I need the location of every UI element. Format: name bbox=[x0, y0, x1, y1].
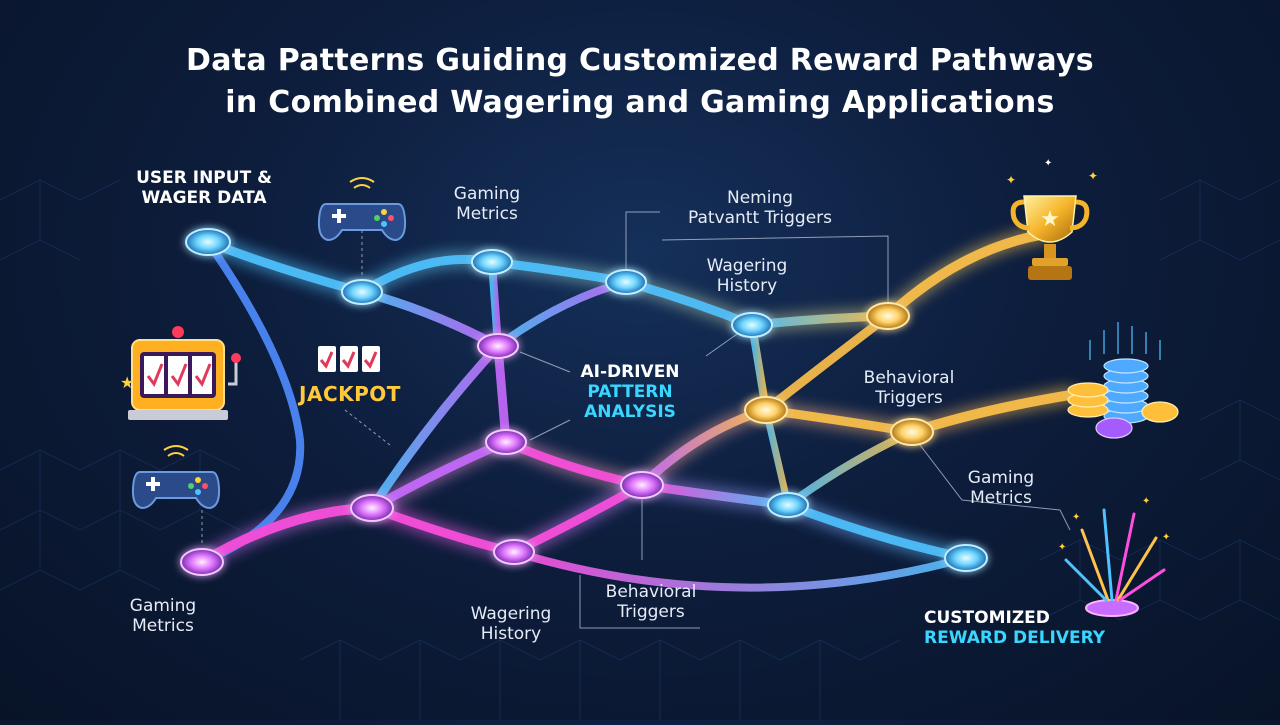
page-title: Data Patterns Guiding Customized Reward … bbox=[0, 40, 1280, 124]
label-ai-driven: AI-DRIVEN PATTERN ANALYSIS bbox=[580, 362, 680, 422]
nodes bbox=[180, 228, 988, 576]
node-gaming-metrics-left bbox=[341, 279, 383, 305]
slot-machine-icon: ★ bbox=[120, 326, 241, 420]
trophy-icon: ★ ✦ ✦ ✦ bbox=[1006, 158, 1098, 280]
game-controller-icon bbox=[317, 177, 407, 242]
path-center-to-mid bbox=[501, 437, 647, 490]
label-wagering-history-bottom: Wagering History bbox=[470, 604, 552, 644]
label-wagering-history-top: Wagering History bbox=[706, 256, 788, 296]
label-reward-delivery: CUSTOMIZED REWARD DELIVERY bbox=[924, 608, 1106, 648]
path-gold-to-trophy bbox=[883, 230, 1045, 321]
node-gaming-metrics-bottom bbox=[180, 548, 224, 576]
label-user-input: USER INPUT & WAGER DATA bbox=[136, 168, 272, 208]
jackpot-label: JACKPOT bbox=[299, 382, 401, 406]
path-ai-to-neming bbox=[494, 278, 630, 350]
path-bottom-to-end bbox=[510, 548, 970, 592]
title-line-1: Data Patterns Guiding Customized Reward … bbox=[186, 43, 1094, 78]
node-user-input bbox=[185, 228, 231, 256]
svg-text:✦: ✦ bbox=[1162, 532, 1170, 543]
node-gold-top bbox=[866, 302, 910, 330]
hex-grid-background bbox=[0, 179, 1280, 720]
path-blue-low-to-gold-right bbox=[784, 428, 916, 509]
path-blue-low-to-end bbox=[783, 500, 971, 563]
label-gaming-metrics-right: Gaming Metrics bbox=[967, 468, 1035, 508]
node-behavioral-triggers bbox=[890, 418, 934, 446]
path-metrics-to-ai bbox=[357, 287, 503, 351]
node-blue-low bbox=[767, 492, 809, 518]
svg-text:✦: ✦ bbox=[1142, 496, 1150, 507]
node-neming-triggers bbox=[605, 269, 647, 295]
callout-lines bbox=[201, 211, 1071, 629]
label-gaming-metrics-bottom-left: Gaming Metrics bbox=[129, 596, 197, 636]
node-gaming-metrics-top bbox=[471, 249, 513, 275]
path-ai-to-left-mid bbox=[367, 341, 503, 513]
jackpot-reels-icon bbox=[318, 346, 380, 372]
node-gold-mid bbox=[744, 396, 788, 424]
node-center-mid bbox=[620, 471, 664, 499]
node-reward-delivery bbox=[944, 544, 988, 572]
label-behavioral-triggers-bottom: Behavioral Triggers bbox=[605, 582, 697, 622]
svg-text:★: ★ bbox=[1040, 207, 1060, 232]
path-left-mid-to-bottom bbox=[367, 503, 519, 557]
svg-text:✦: ✦ bbox=[1058, 542, 1066, 553]
svg-text:✦: ✦ bbox=[1006, 173, 1016, 187]
path-ai-down bbox=[493, 341, 511, 447]
path-bottom-to-mid bbox=[509, 480, 647, 557]
svg-text:★: ★ bbox=[120, 373, 134, 392]
svg-text:✦: ✦ bbox=[1044, 158, 1052, 169]
node-left-mid bbox=[350, 494, 394, 522]
label-neming-triggers: Neming Patvantt Triggers bbox=[687, 188, 833, 228]
svg-text:✦: ✦ bbox=[1072, 512, 1080, 523]
node-wagering-history-top bbox=[731, 312, 773, 338]
path-wagering-to-gold-mid bbox=[748, 321, 770, 414]
node-wagering-history-bottom bbox=[493, 539, 535, 565]
confetti-burst-icon: ✦ ✦ ✦ ✦ bbox=[1058, 496, 1170, 617]
title-line-2: in Combined Wagering and Gaming Applicat… bbox=[225, 85, 1055, 120]
game-controller-icon bbox=[131, 445, 221, 510]
coin-stack-icon bbox=[1067, 322, 1179, 439]
path-gold-mid-to-blue-low bbox=[762, 406, 792, 509]
label-gaming-metrics-top: Gaming Metrics bbox=[453, 184, 521, 224]
label-behavioral-triggers-right: Behavioral Triggers bbox=[863, 368, 955, 408]
svg-text:✦: ✦ bbox=[1088, 169, 1098, 183]
path-gaming-to-ai bbox=[488, 258, 502, 350]
node-ai-center bbox=[485, 429, 527, 455]
path-user-to-metrics bbox=[203, 237, 367, 297]
node-ai-upper bbox=[477, 333, 519, 359]
